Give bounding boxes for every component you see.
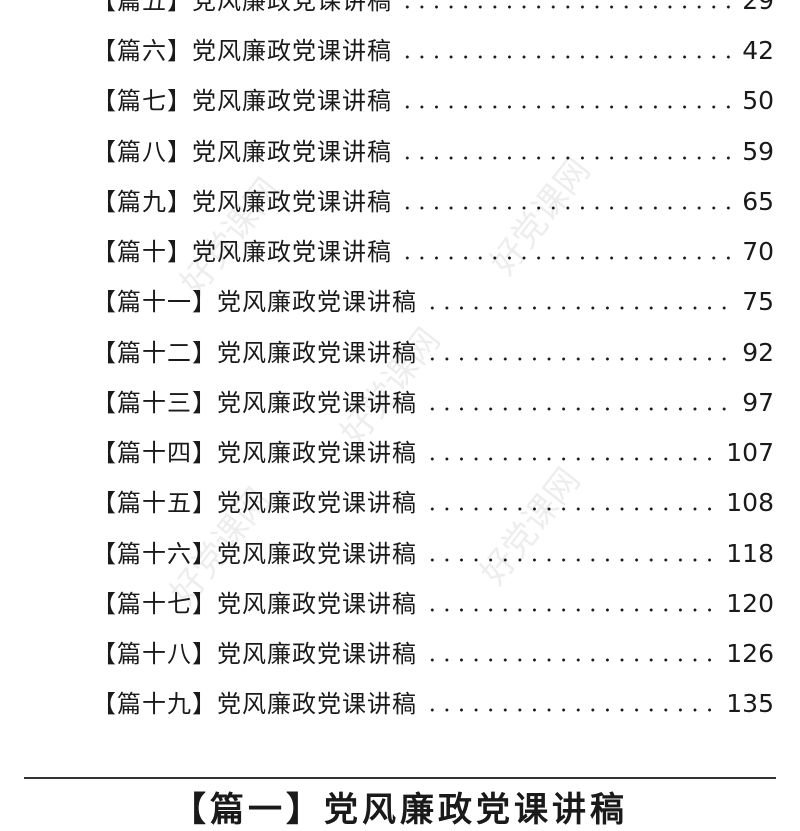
dot-leader [425, 658, 719, 662]
table-of-contents: 【篇五】党风廉政党课讲稿 29 【篇六】党风廉政党课讲稿 42 【篇七】党风廉政… [92, 0, 774, 719]
toc-entry[interactable]: 【篇十一】党风廉政党课讲稿 75 [92, 277, 774, 317]
toc-page-number: 135 [726, 689, 774, 718]
toc-page-number: 70 [742, 237, 774, 266]
toc-entry-title: 【篇十三】党风廉政党课讲稿 [92, 389, 417, 417]
toc-entry-title: 【篇十一】党风廉政党课讲稿 [92, 288, 417, 316]
toc-entry[interactable]: 【篇九】党风廉政党课讲稿 65 [92, 177, 774, 217]
toc-entry[interactable]: 【篇十七】党风廉政党课讲稿 120 [92, 579, 774, 619]
toc-entry[interactable]: 【篇十三】党风廉政党课讲稿 97 [92, 378, 774, 418]
dot-leader [400, 55, 735, 59]
toc-entry-title: 【篇十五】党风廉政党课讲稿 [92, 489, 417, 517]
toc-entry-title: 【篇十八】党风廉政党课讲稿 [92, 640, 417, 668]
toc-page-number: 59 [742, 137, 774, 166]
toc-entry[interactable]: 【篇十】党风廉政党课讲稿 70 [92, 227, 774, 267]
dot-leader [425, 457, 719, 461]
toc-entry[interactable]: 【篇六】党风廉政党课讲稿 42 [92, 26, 774, 66]
toc-entry-title: 【篇十】党风廉政党课讲稿 [92, 238, 392, 266]
toc-entry[interactable]: 【篇十四】党风廉政党课讲稿 107 [92, 428, 774, 468]
dot-leader [400, 5, 735, 9]
toc-entry-title: 【篇十二】党风廉政党课讲稿 [92, 339, 417, 367]
dot-leader [400, 206, 735, 210]
toc-entry[interactable]: 【篇十二】党风廉政党课讲稿 92 [92, 328, 774, 368]
section-divider [24, 777, 776, 779]
dot-leader [425, 407, 735, 411]
toc-page-number: 65 [742, 187, 774, 216]
dot-leader [425, 507, 719, 511]
toc-entry-title: 【篇十七】党风廉政党课讲稿 [92, 590, 417, 618]
toc-page-number: 75 [742, 287, 774, 316]
dot-leader [400, 156, 735, 160]
toc-entry-title: 【篇十九】党风廉政党课讲稿 [92, 690, 417, 718]
toc-entry-title: 【篇十四】党风廉政党课讲稿 [92, 439, 417, 467]
toc-entry-title: 【篇九】党风廉政党课讲稿 [92, 188, 392, 216]
dot-leader [400, 256, 735, 260]
toc-page-number: 118 [726, 539, 774, 568]
toc-page-number: 97 [742, 388, 774, 417]
toc-entry[interactable]: 【篇八】党风廉政党课讲稿 59 [92, 127, 774, 167]
toc-entry[interactable]: 【篇五】党风廉政党课讲稿 29 [92, 0, 774, 16]
toc-page-number: 108 [726, 488, 774, 517]
dot-leader [425, 558, 719, 562]
dot-leader [425, 306, 735, 310]
toc-page-number: 126 [726, 639, 774, 668]
toc-entry[interactable]: 【篇十六】党风廉政党课讲稿 118 [92, 529, 774, 569]
dot-leader [400, 105, 735, 109]
toc-page-number: 120 [726, 589, 774, 618]
dot-leader [425, 608, 719, 612]
toc-page-number: 50 [742, 86, 774, 115]
dot-leader [425, 708, 719, 712]
section-heading: 【篇一】党风廉政党课讲稿 [172, 790, 628, 830]
toc-entry-title: 【篇十六】党风廉政党课讲稿 [92, 540, 417, 568]
toc-entry[interactable]: 【篇七】党风廉政党课讲稿 50 [92, 76, 774, 116]
toc-entry-title: 【篇八】党风廉政党课讲稿 [92, 138, 392, 166]
toc-entry[interactable]: 【篇十八】党风廉政党课讲稿 126 [92, 629, 774, 669]
toc-entry-title: 【篇七】党风廉政党课讲稿 [92, 87, 392, 115]
toc-page-number: 42 [742, 36, 774, 65]
toc-page-number: 107 [726, 438, 774, 467]
toc-entry-title: 【篇五】党风廉政党课讲稿 [92, 0, 392, 15]
dot-leader [425, 357, 735, 361]
toc-entry[interactable]: 【篇十九】党风廉政党课讲稿 135 [92, 679, 774, 719]
toc-page-number: 29 [742, 0, 774, 15]
toc-page-number: 92 [742, 338, 774, 367]
toc-entry[interactable]: 【篇十五】党风廉政党课讲稿 108 [92, 478, 774, 518]
toc-entry-title: 【篇六】党风廉政党课讲稿 [92, 37, 392, 65]
